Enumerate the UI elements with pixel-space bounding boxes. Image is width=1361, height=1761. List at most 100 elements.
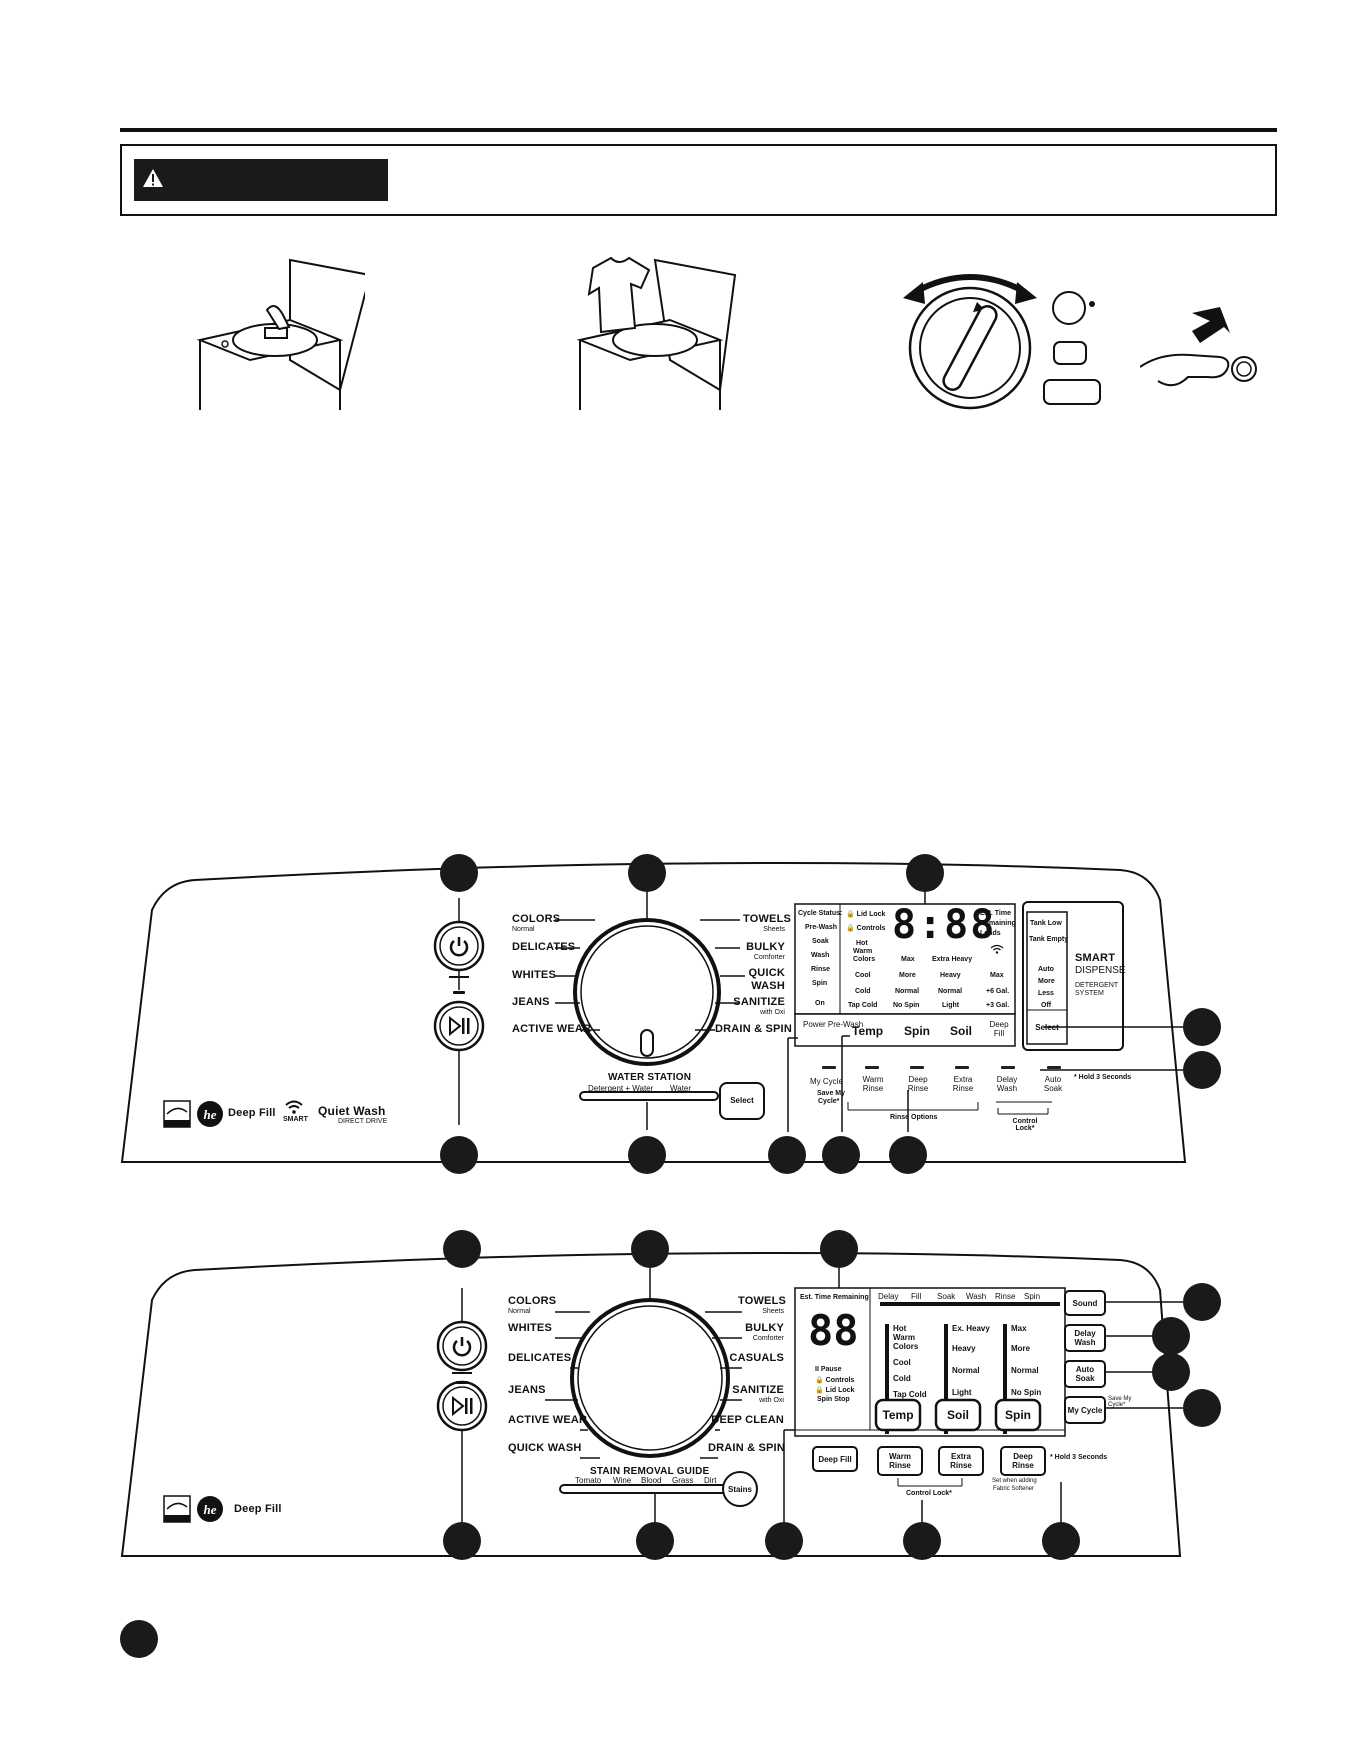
- status-wash: Wash: [811, 952, 830, 959]
- pause-indicator: II Pause: [815, 1366, 842, 1373]
- hold-3-seconds-note: * Hold 3 Seconds: [1074, 1074, 1132, 1081]
- temp-tap-cold: Tap Cold: [893, 1390, 927, 1399]
- sound-button-label: Sound: [1072, 1298, 1098, 1308]
- warning-box: [120, 144, 1277, 216]
- delay-wash-button[interactable]: Delay Wash: [996, 1075, 1018, 1093]
- controls-lock-indicator: 🔒 Controls: [815, 1377, 855, 1384]
- cycle-deep-clean[interactable]: DEEP CLEAN: [711, 1414, 784, 1426]
- energy-star-logo: [163, 1495, 191, 1523]
- callout-marker: [768, 1136, 806, 1174]
- cycle-sanitize[interactable]: SANITIZE: [733, 996, 785, 1008]
- hold-3-seconds-note: * Hold 3 Seconds: [1050, 1454, 1108, 1461]
- warm-rinse-indicator: [865, 1066, 879, 1069]
- set-when-adding-note: Set when adding: [992, 1478, 1037, 1484]
- controls-lock-label: Controls: [856, 925, 886, 932]
- cycle-towels[interactable]: TOWELS: [743, 913, 792, 925]
- soil-button[interactable]: Soil: [946, 1408, 969, 1422]
- auto-soak-button[interactable]: Auto Soak: [1043, 1075, 1063, 1093]
- temp-cold: Cold: [893, 1374, 911, 1383]
- temp-button[interactable]: Temp: [852, 1024, 884, 1038]
- loads-label: Loads: [980, 930, 1001, 937]
- pause-label: Pause: [820, 1366, 842, 1373]
- dispense-auto: Auto: [1038, 966, 1054, 973]
- cycle-drain-spin[interactable]: DRAIN & SPIN: [715, 1023, 792, 1035]
- cycle-quick[interactable]: QUICK: [748, 967, 785, 979]
- callout-marker: [1042, 1522, 1080, 1560]
- cycle-whites[interactable]: WHITES: [508, 1322, 552, 1334]
- callout-marker: [822, 1136, 860, 1174]
- cycle-delicates[interactable]: DELICATES: [512, 941, 576, 953]
- power-prewash-button[interactable]: Power Pre-Wash: [803, 1020, 864, 1029]
- wifi-icon: [990, 944, 1004, 954]
- cycle-whites[interactable]: WHITES: [512, 969, 556, 981]
- extra-rinse-button[interactable]: Extra Rinse: [952, 1075, 974, 1093]
- spin-button[interactable]: Spin: [904, 1024, 930, 1038]
- fabric-softener-note: Fabric Softener: [993, 1486, 1035, 1492]
- cycle-sanitize[interactable]: SANITIZE: [732, 1384, 784, 1396]
- deep-fill-button[interactable]: Deep Fill: [989, 1020, 1009, 1038]
- cycle-colors[interactable]: COLORS: [512, 913, 561, 925]
- cycle-towels[interactable]: TOWELS: [738, 1295, 787, 1307]
- status-heading: Cycle Status:: [798, 910, 843, 917]
- deep-fill-button[interactable]: Deep Fill: [812, 1446, 858, 1472]
- lid-lock-indicator: 🔒 Lid Lock: [815, 1387, 855, 1394]
- cycle-jeans[interactable]: JEANS: [512, 996, 550, 1008]
- tank-low-indicator: Tank Low: [1030, 920, 1062, 927]
- cycle-sanitize-sub: with Oxi: [759, 1397, 784, 1404]
- cycle-active-wear[interactable]: ACTIVE WEAR: [508, 1414, 588, 1426]
- svg-text:he: he: [204, 1107, 217, 1122]
- delay-wash-button-label: Delay Wash: [1074, 1329, 1096, 1347]
- warm-rinse-button[interactable]: Warm Rinse: [877, 1446, 923, 1476]
- cycle-quick-wash[interactable]: WASH: [751, 980, 785, 992]
- lid-lock-indicator: 🔒 Lid Lock: [846, 911, 886, 918]
- play-pause-icon[interactable]: [447, 1015, 471, 1037]
- water-station-water: Water: [670, 1084, 692, 1093]
- delay-wash-button[interactable]: Delay Wash: [1064, 1324, 1106, 1352]
- spin-max: Max: [901, 956, 915, 963]
- cycle-bulky[interactable]: BULKY: [745, 1322, 784, 1334]
- stain-grass: Grass: [672, 1476, 694, 1485]
- cycle-casuals[interactable]: CASUALS: [729, 1352, 784, 1364]
- smart-wifi-icon: [285, 1100, 303, 1114]
- auto-soak-button[interactable]: Auto Soak: [1064, 1360, 1106, 1388]
- soil-button[interactable]: Soil: [950, 1024, 973, 1038]
- status-prewash: Pre-Wash: [805, 924, 838, 931]
- deep-rinse-button[interactable]: Deep Rinse: [1000, 1446, 1046, 1476]
- power-icon[interactable]: [450, 1334, 474, 1358]
- cycle-colors[interactable]: COLORS: [508, 1295, 557, 1307]
- option-buttons-illustration: [1043, 291, 1101, 405]
- energy-star-logo: [163, 1100, 191, 1128]
- cycle-delicates[interactable]: DELICATES: [508, 1352, 572, 1364]
- temp-button[interactable]: Temp: [882, 1408, 914, 1422]
- warm-rinse-button[interactable]: Warm Rinse: [862, 1075, 884, 1093]
- extra-rinse-button[interactable]: Extra Rinse: [938, 1446, 984, 1476]
- sound-button[interactable]: Sound: [1064, 1290, 1106, 1316]
- cycle-towels-sub: Sheets: [762, 1308, 784, 1315]
- svg-text:he: he: [204, 1502, 217, 1517]
- cycle-drain-spin[interactable]: DRAIN & SPIN: [708, 1442, 785, 1454]
- control-panel-2: COLORS Normal WHITES DELICATES JEANS ACT…: [0, 1230, 1361, 1560]
- spin-button[interactable]: Spin: [1005, 1408, 1031, 1422]
- cycle-jeans[interactable]: JEANS: [508, 1384, 546, 1396]
- cycle-note-label: Cycle*: [818, 1098, 840, 1105]
- my-cycle-button[interactable]: My Cycle: [810, 1077, 843, 1086]
- play-pause-icon[interactable]: [450, 1395, 474, 1417]
- power-icon[interactable]: [447, 934, 471, 958]
- soil-extra-heavy: Extra Heavy: [932, 956, 973, 963]
- soil-heavy: Heavy: [940, 972, 961, 979]
- deep-rinse-indicator: [910, 1066, 924, 1069]
- callout-marker: [440, 1136, 478, 1174]
- water-station-select-button[interactable]: Select: [730, 1096, 754, 1105]
- stains-button[interactable]: Stains: [727, 1485, 752, 1494]
- deep-fill-logo-text: Deep Fill: [234, 1503, 282, 1515]
- callout-marker: [903, 1522, 941, 1560]
- cycle-quick-wash[interactable]: QUICK WASH: [508, 1442, 582, 1454]
- cycle-bulky[interactable]: BULKY: [746, 941, 785, 953]
- soil-light: Light: [942, 1002, 960, 1009]
- my-cycle-button[interactable]: My Cycle: [1064, 1396, 1106, 1424]
- temp-cool: Cool: [855, 972, 871, 979]
- deep-rinse-button[interactable]: Deep Rinse: [907, 1075, 929, 1093]
- dispense-select-button[interactable]: Select: [1035, 1023, 1059, 1032]
- warning-triangle-icon: [143, 169, 163, 187]
- cycle-active-wear[interactable]: ACTIVE WEAR: [512, 1023, 592, 1035]
